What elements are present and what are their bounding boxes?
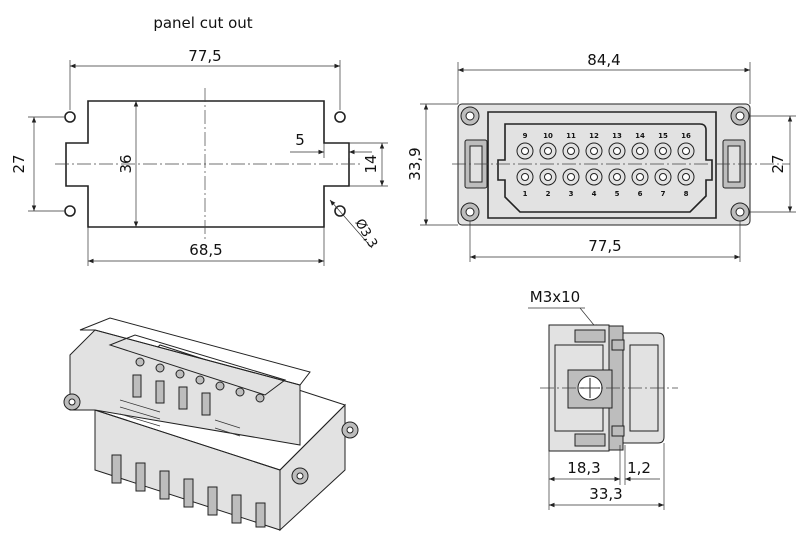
pin-row-bottom: 1 2 3 4 5 6 7 8 [516, 168, 695, 198]
pin-label: 1 [523, 190, 528, 198]
dim-cutout-left: 27 [10, 154, 28, 173]
mounting-hole-bl [64, 205, 76, 217]
screw-icon [460, 106, 750, 222]
screw-icon [567, 369, 613, 409]
mounting-hole-br [334, 205, 346, 217]
pin-label: 16 [681, 132, 691, 140]
dim-side-b: 1,2 [627, 459, 651, 477]
dim-front-top: 84,4 [587, 51, 620, 69]
dim-slot-height: 14 [362, 154, 380, 173]
dim-front-bottom: 77,5 [588, 237, 621, 255]
pin-label: 14 [635, 132, 645, 140]
dim-cutout-top: 77,5 [188, 47, 221, 65]
mounting-hole-tl [64, 111, 76, 123]
mounting-hole-tr [334, 111, 346, 123]
dim-side-total: 33,3 [589, 485, 622, 503]
front-flange [457, 103, 751, 226]
front-view: 9 10 11 12 13 14 15 16 1 2 3 4 5 6 7 8 [406, 51, 796, 262]
pin-label: 2 [546, 190, 551, 198]
dim-front-left: 33,9 [406, 147, 424, 180]
side-view: M3x10 18,3 1,2 [528, 288, 678, 510]
dim-slot-width: 5 [295, 131, 305, 149]
dim-side-a: 18,3 [567, 459, 600, 477]
pin-label: 5 [615, 190, 620, 198]
panel-cutout-title: panel cut out [153, 14, 252, 32]
pin-label: 3 [569, 190, 574, 198]
dim-cutout-inner: 36 [117, 154, 135, 173]
pin-label: 9 [523, 132, 528, 140]
pin-label: 12 [589, 132, 599, 140]
pin-label: 13 [612, 132, 622, 140]
dim-hole-diameter: Ø3,3 [352, 217, 380, 251]
pin-row-top: 9 10 11 12 13 14 15 16 [516, 132, 695, 160]
dim-cutout-bottom: 68,5 [189, 241, 222, 259]
pin-label: 4 [592, 190, 597, 198]
pin-label: 6 [638, 190, 643, 198]
pin-label: 11 [566, 132, 576, 140]
pin-label: 10 [543, 132, 553, 140]
dim-front-right: 27 [769, 154, 787, 173]
pin-label: 7 [661, 190, 666, 198]
panel-cutout-view: panel cut out 77,5 68,5 27 36 [10, 14, 388, 266]
pin-label: 15 [658, 132, 668, 140]
isometric-connector-view [63, 317, 359, 532]
screw-size-label: M3x10 [530, 288, 580, 306]
pin-label: 8 [684, 190, 689, 198]
